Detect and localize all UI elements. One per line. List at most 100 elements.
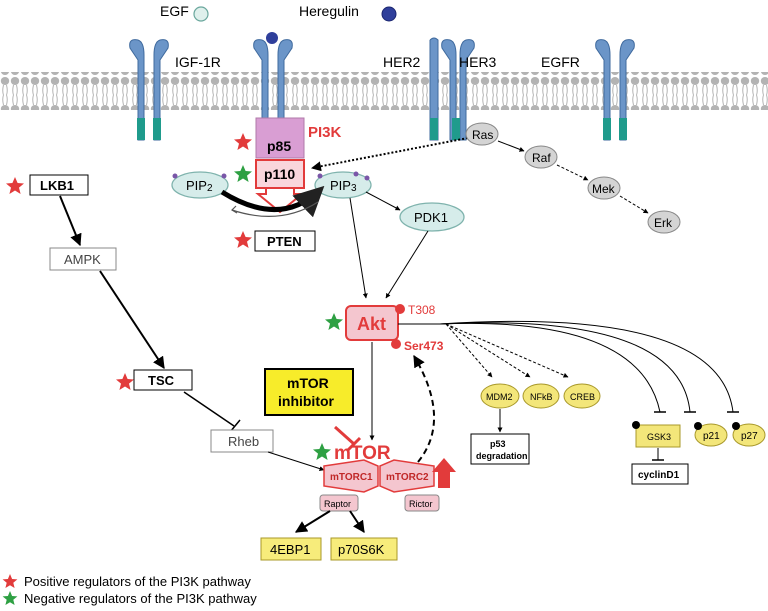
raf-node [524,145,558,169]
heregulin-label: Heregulin [299,3,359,19]
legend-green-star [2,591,18,605]
legend-red-star [2,574,18,588]
ser473-label: Ser473 [404,339,444,353]
creb-label: CREB [570,392,595,402]
igf1r-receptor [129,39,169,141]
ras-to-raf-arrow [497,140,525,152]
p53-degradation-box [470,433,530,465]
p53-label-line1: p53 [490,439,506,449]
akt-to-nfkb-arrow [445,323,531,378]
legend-negative: Negative regulators of the PI3K pathway [24,591,257,606]
pten-reverse-arc [231,201,319,217]
rheb-label: Rheb [228,434,259,449]
nfkb-node [522,383,560,409]
p70s6k-box [330,537,398,561]
p27-label: p27 [741,431,758,442]
akt-inhibits-gsk3 [439,322,661,413]
mtorc1-label: mTORC1 [330,472,373,483]
rheb-box [210,429,274,453]
pdk1-node [399,202,465,232]
erk-node [647,210,681,234]
mtorc2-up-arrow [432,458,456,488]
t308-label: T308 [408,303,436,317]
mtorc2-to-akt-dashed [413,354,435,463]
pip3-node [314,171,372,199]
mtor-star-green [313,443,331,460]
raf-label: Raf [532,151,551,165]
ras-node [465,122,499,146]
t308-phospho-site [395,304,405,314]
pdk1-to-akt-arrow [385,230,429,299]
mtor-inhibitor-box [264,368,354,416]
gsk3-box [635,424,681,448]
lkb1-box [29,174,89,196]
tsc-star-red [116,373,134,390]
raptor-box [319,494,359,512]
mtor-label: mTOR [334,443,391,464]
lkb1-star-red [6,177,24,194]
ampk-box [49,247,117,271]
mtorc2-label: mTORC2 [386,472,429,483]
mek-label: Mek [592,182,616,196]
cyclind1-box [631,463,689,485]
mdm2-label: MDM2 [486,392,513,402]
4ebp1-label: 4EBP1 [270,542,310,557]
inhibitor-blocks-mtor [333,425,356,446]
pdk1-label: PDK1 [414,210,448,225]
akt-label: Akt [357,314,386,334]
p110-label: p110 [264,166,295,182]
pi3k-star-red [234,133,252,150]
egfr-label: EGFR [541,54,580,70]
p27-node [732,423,766,447]
mtorc1-complex [323,459,379,493]
egfr-receptor [595,39,635,141]
rictor-box [404,494,440,512]
p110-star-green [234,165,252,182]
cyclind1-label: cyclinD1 [638,470,680,481]
legend-positive: Positive regulators of the PI3K pathway [24,574,251,589]
mtor-inhibitor-line2: inhibitor [278,393,335,409]
akt-node [345,305,399,341]
igf1r-label: IGF-1R [175,54,221,70]
pip3-to-akt-arrow [349,197,368,299]
lkb1-to-ampk-arrow [59,195,82,247]
her2-her3-receptor [429,37,475,141]
mtorc2-complex [379,459,435,493]
mek-to-erk-arrow [619,195,649,214]
4ebp1-box [260,537,322,561]
mtor-inhibitor-line1: mTOR [287,375,329,391]
ampk-to-tsc-arrow [99,270,165,370]
pip3-label: PIP3 [330,178,357,194]
her3-label: HER3 [459,54,497,70]
creb-node [563,383,601,409]
akt-inhibits-p21 [439,322,691,413]
p110-subunit [255,159,305,189]
mek-node [587,176,621,200]
tsc-inhibits-rheb [183,391,235,427]
p70s6k-label: p70S6K [338,542,385,557]
ampk-label: AMPK [64,252,101,267]
p85-label: p85 [267,138,291,154]
p21-node [694,423,728,447]
tsc-box [133,369,193,391]
p53-label-line2: degradation [476,451,528,461]
cell-membrane [0,72,768,110]
her2-label: HER2 [383,54,421,70]
pip2-to-pip3-arrow [220,185,325,218]
nfkb-label: NFkB [530,392,553,402]
lkb1-label: LKB1 [40,178,74,193]
raf-to-mek-arrow [556,164,589,181]
ras-label: Ras [472,128,493,142]
heregulin-ligand [381,6,397,22]
akt-to-creb-arrow [445,323,569,378]
mdm2-node [480,383,520,409]
pi3k-label: PI3K [308,124,342,141]
pten-box [254,230,316,252]
rheb-to-mtorc1-arrow [267,451,325,472]
p85-subunit [255,117,305,159]
ser473-phospho-site [391,339,401,349]
mtorc1-to-p70s6k-arrow [349,510,365,533]
pip2-label: PIP2 [186,178,213,194]
p21-label: p21 [703,431,720,442]
